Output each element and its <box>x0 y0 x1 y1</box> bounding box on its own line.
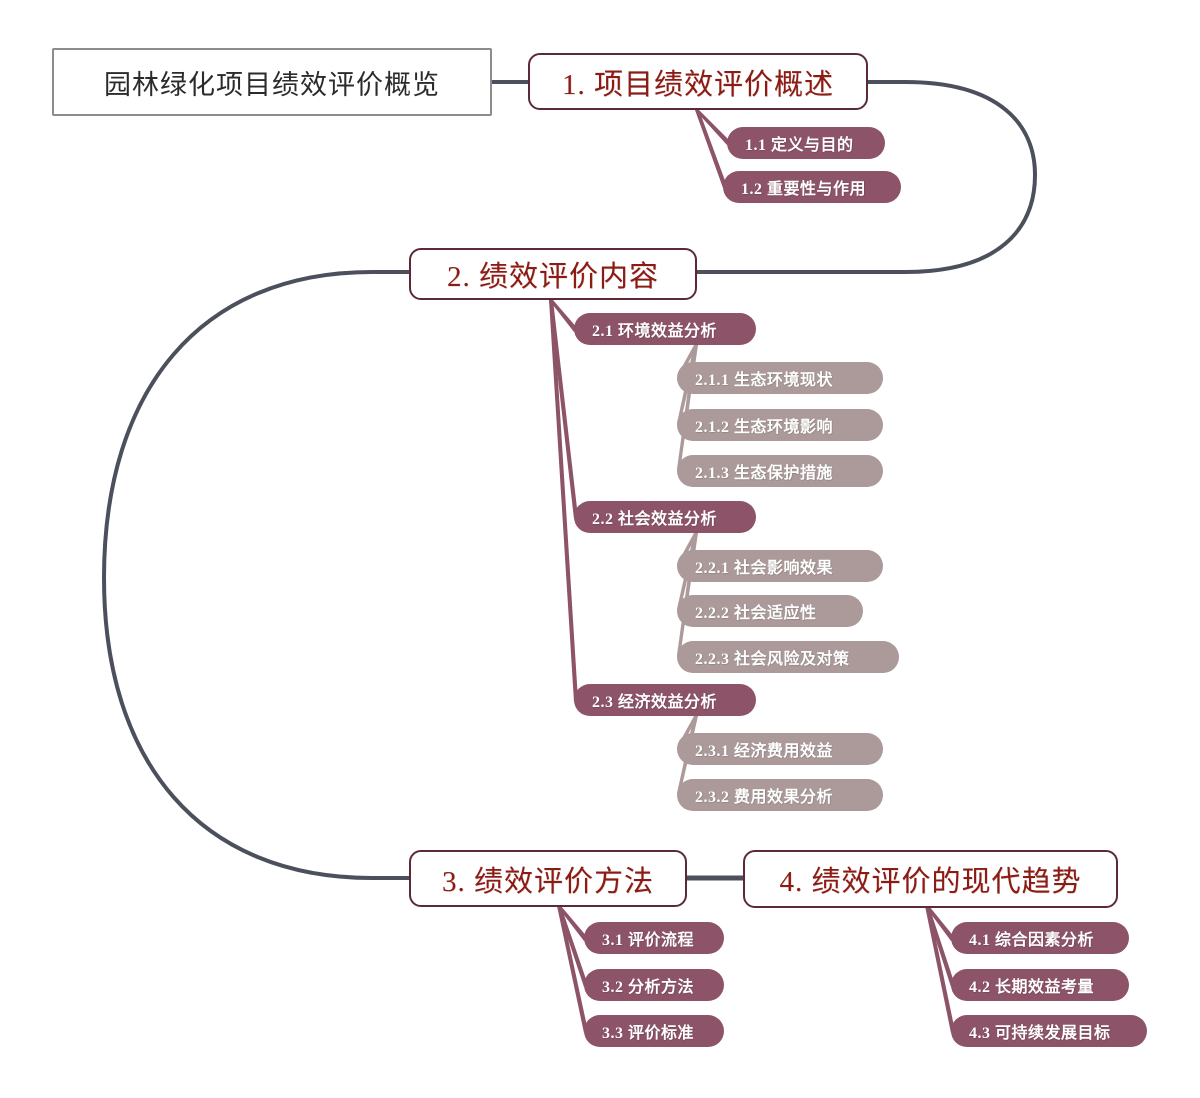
subnode-s4-3-label: 4.3 可持续发展目标 <box>969 1025 1111 1042</box>
link-s2-to-s3 <box>101 270 409 880</box>
subnode-s2-1-3-label: 2.1.3 生态保护措施 <box>695 465 834 482</box>
subnode-s4-1-label: 4.1 综合因素分析 <box>969 932 1095 949</box>
subnode-s2-1-2-label: 2.1.2 生态环境影响 <box>695 419 834 436</box>
branch-node-s3-label: 3. 绩效评价方法 <box>441 865 654 898</box>
subnode-s2-2-2[interactable]: 2.2.2 社会适应性 <box>677 595 863 627</box>
subnode-s4-2-label: 4.2 长期效益考量 <box>969 979 1095 996</box>
subnode-s1-2-label: 1.2 重要性与作用 <box>741 181 867 198</box>
branch-node-s2-label: 2. 绩效评价内容 <box>446 261 659 293</box>
subnode-s4-2[interactable]: 4.2 长期效益考量 <box>951 969 1129 1001</box>
subnode-s2-3-label: 2.3 经济效益分析 <box>592 694 718 711</box>
subnode-s2-1-3[interactable]: 2.1.3 生态保护措施 <box>677 455 883 487</box>
subnode-s1-2[interactable]: 1.2 重要性与作用 <box>723 171 901 203</box>
subnode-s2-2[interactable]: 2.2 社会效益分析 <box>574 501 756 533</box>
subnode-s3-1-label: 3.1 评价流程 <box>602 932 695 949</box>
subnode-s2-1-1-label: 2.1.1 生态环境现状 <box>695 372 834 389</box>
root-node-label: 园林绿化项目绩效评价概览 <box>104 69 440 100</box>
subnode-s3-2[interactable]: 3.2 分析方法 <box>584 969 724 1001</box>
subnode-s2-1-label: 2.1 环境效益分析 <box>592 323 718 340</box>
subnode-s2-2-3[interactable]: 2.2.3 社会风险及对策 <box>677 641 899 673</box>
subnode-s1-1-label: 1.1 定义与目的 <box>745 137 854 154</box>
subnode-s2-1-2[interactable]: 2.1.2 生态环境影响 <box>677 409 883 441</box>
subnode-s2-3-2[interactable]: 2.3.2 费用效果分析 <box>677 779 883 811</box>
subnode-s2-2-2-label: 2.2.2 社会适应性 <box>695 605 817 622</box>
subnode-s2-3-2-label: 2.3.2 费用效果分析 <box>695 789 834 806</box>
branch-fan-s2 <box>549 300 578 702</box>
subnode-s4-3[interactable]: 4.3 可持续发展目标 <box>951 1015 1147 1047</box>
subnode-s2-2-label: 2.2 社会效益分析 <box>592 511 718 528</box>
subnode-s2-3-1[interactable]: 2.3.1 经济费用效益 <box>677 733 883 765</box>
subnode-s4-1[interactable]: 4.1 综合因素分析 <box>951 922 1129 954</box>
subnode-s2-3-1-label: 2.3.1 经济费用效益 <box>695 743 834 760</box>
branch-node-s1[interactable]: 1. 项目绩效评价概述 <box>528 53 868 110</box>
subnode-s2-2-3-label: 2.2.3 社会风险及对策 <box>695 651 850 668</box>
root-node[interactable]: 园林绿化项目绩效评价概览 <box>52 48 492 116</box>
subnode-s3-3[interactable]: 3.3 评价标准 <box>584 1015 724 1047</box>
subnode-s2-2-1[interactable]: 2.2.1 社会影响效果 <box>677 550 883 582</box>
branch-node-s4[interactable]: 4. 绩效评价的现代趋势 <box>743 850 1118 908</box>
branch-node-s4-label: 4. 绩效评价的现代趋势 <box>779 866 1082 898</box>
branch-fan-s3 <box>557 906 588 1033</box>
subnode-s2-2-1-label: 2.2.1 社会影响效果 <box>695 560 834 577</box>
subnode-s3-3-label: 3.3 评价标准 <box>602 1025 695 1042</box>
subnode-s1-1[interactable]: 1.1 定义与目的 <box>727 127 885 159</box>
subnode-s2-1[interactable]: 2.1 环境效益分析 <box>574 313 756 345</box>
subnode-s3-2-label: 3.2 分析方法 <box>602 979 695 996</box>
branch-node-s2[interactable]: 2. 绩效评价内容 <box>409 248 697 300</box>
branch-node-s3[interactable]: 3. 绩效评价方法 <box>409 850 687 907</box>
branch-fan-s4 <box>925 906 955 1033</box>
subnode-s2-3[interactable]: 2.3 经济效益分析 <box>574 684 756 716</box>
subnode-s2-1-1[interactable]: 2.1.1 生态环境现状 <box>677 362 883 394</box>
branch-node-s1-label: 1. 项目绩效评价概述 <box>561 68 834 101</box>
subnode-s3-1[interactable]: 3.1 评价流程 <box>584 922 724 954</box>
